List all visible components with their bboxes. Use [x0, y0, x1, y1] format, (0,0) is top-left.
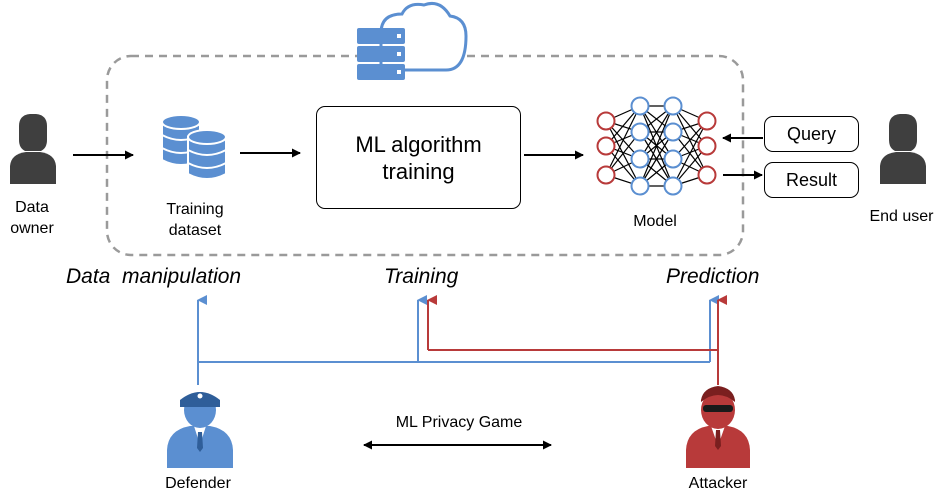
defender-label: Defender — [165, 475, 231, 492]
end-user-person-icon — [880, 114, 926, 184]
defender-icon — [167, 392, 233, 468]
nn-node — [663, 149, 683, 169]
attacker-label: Attacker — [688, 475, 748, 492]
nn-node — [630, 149, 650, 169]
nn-node — [596, 111, 616, 131]
nn-node — [663, 176, 683, 196]
query-box: Query — [764, 116, 859, 152]
nn-node — [697, 165, 717, 185]
phase-prediction: Prediction — [666, 265, 760, 288]
nn-edge — [605, 105, 641, 176]
query-label: Query — [786, 123, 837, 144]
result-label: Result — [785, 169, 838, 190]
model-label: Model — [633, 213, 677, 230]
result-box: Result — [764, 162, 859, 198]
database-icon — [161, 114, 227, 180]
nn-node — [697, 136, 717, 156]
attacker-icon — [686, 386, 750, 468]
nn-node — [630, 96, 650, 116]
phase-training: Training — [384, 265, 459, 288]
cloud-server-icon — [357, 1, 468, 80]
neural-network-icon — [596, 96, 717, 196]
defender-connections — [197, 295, 719, 385]
attacker-connections — [427, 295, 727, 385]
nn-node — [697, 111, 717, 131]
privacy-game-label: ML Privacy Game — [395, 414, 523, 431]
nn-node — [630, 176, 650, 196]
data-owner-person-icon — [10, 114, 56, 184]
end-user-label: End user — [869, 208, 934, 225]
nn-node — [663, 96, 683, 116]
nn-edge — [672, 120, 708, 187]
nn-edge — [639, 105, 674, 187]
ml-training-label: ML algorithm training — [355, 131, 482, 184]
nn-node — [596, 165, 616, 185]
data-owner-label: Data owner — [10, 199, 54, 237]
phase-data-manipulation: Data manipulation — [66, 265, 242, 288]
nn-node — [663, 122, 683, 142]
nn-node — [630, 122, 650, 142]
nn-edge — [639, 131, 674, 187]
training-dataset-label: Training dataset — [166, 201, 224, 239]
ml-training-box: ML algorithm training — [316, 106, 521, 209]
nn-edge — [639, 105, 674, 160]
nn-node — [596, 136, 616, 156]
